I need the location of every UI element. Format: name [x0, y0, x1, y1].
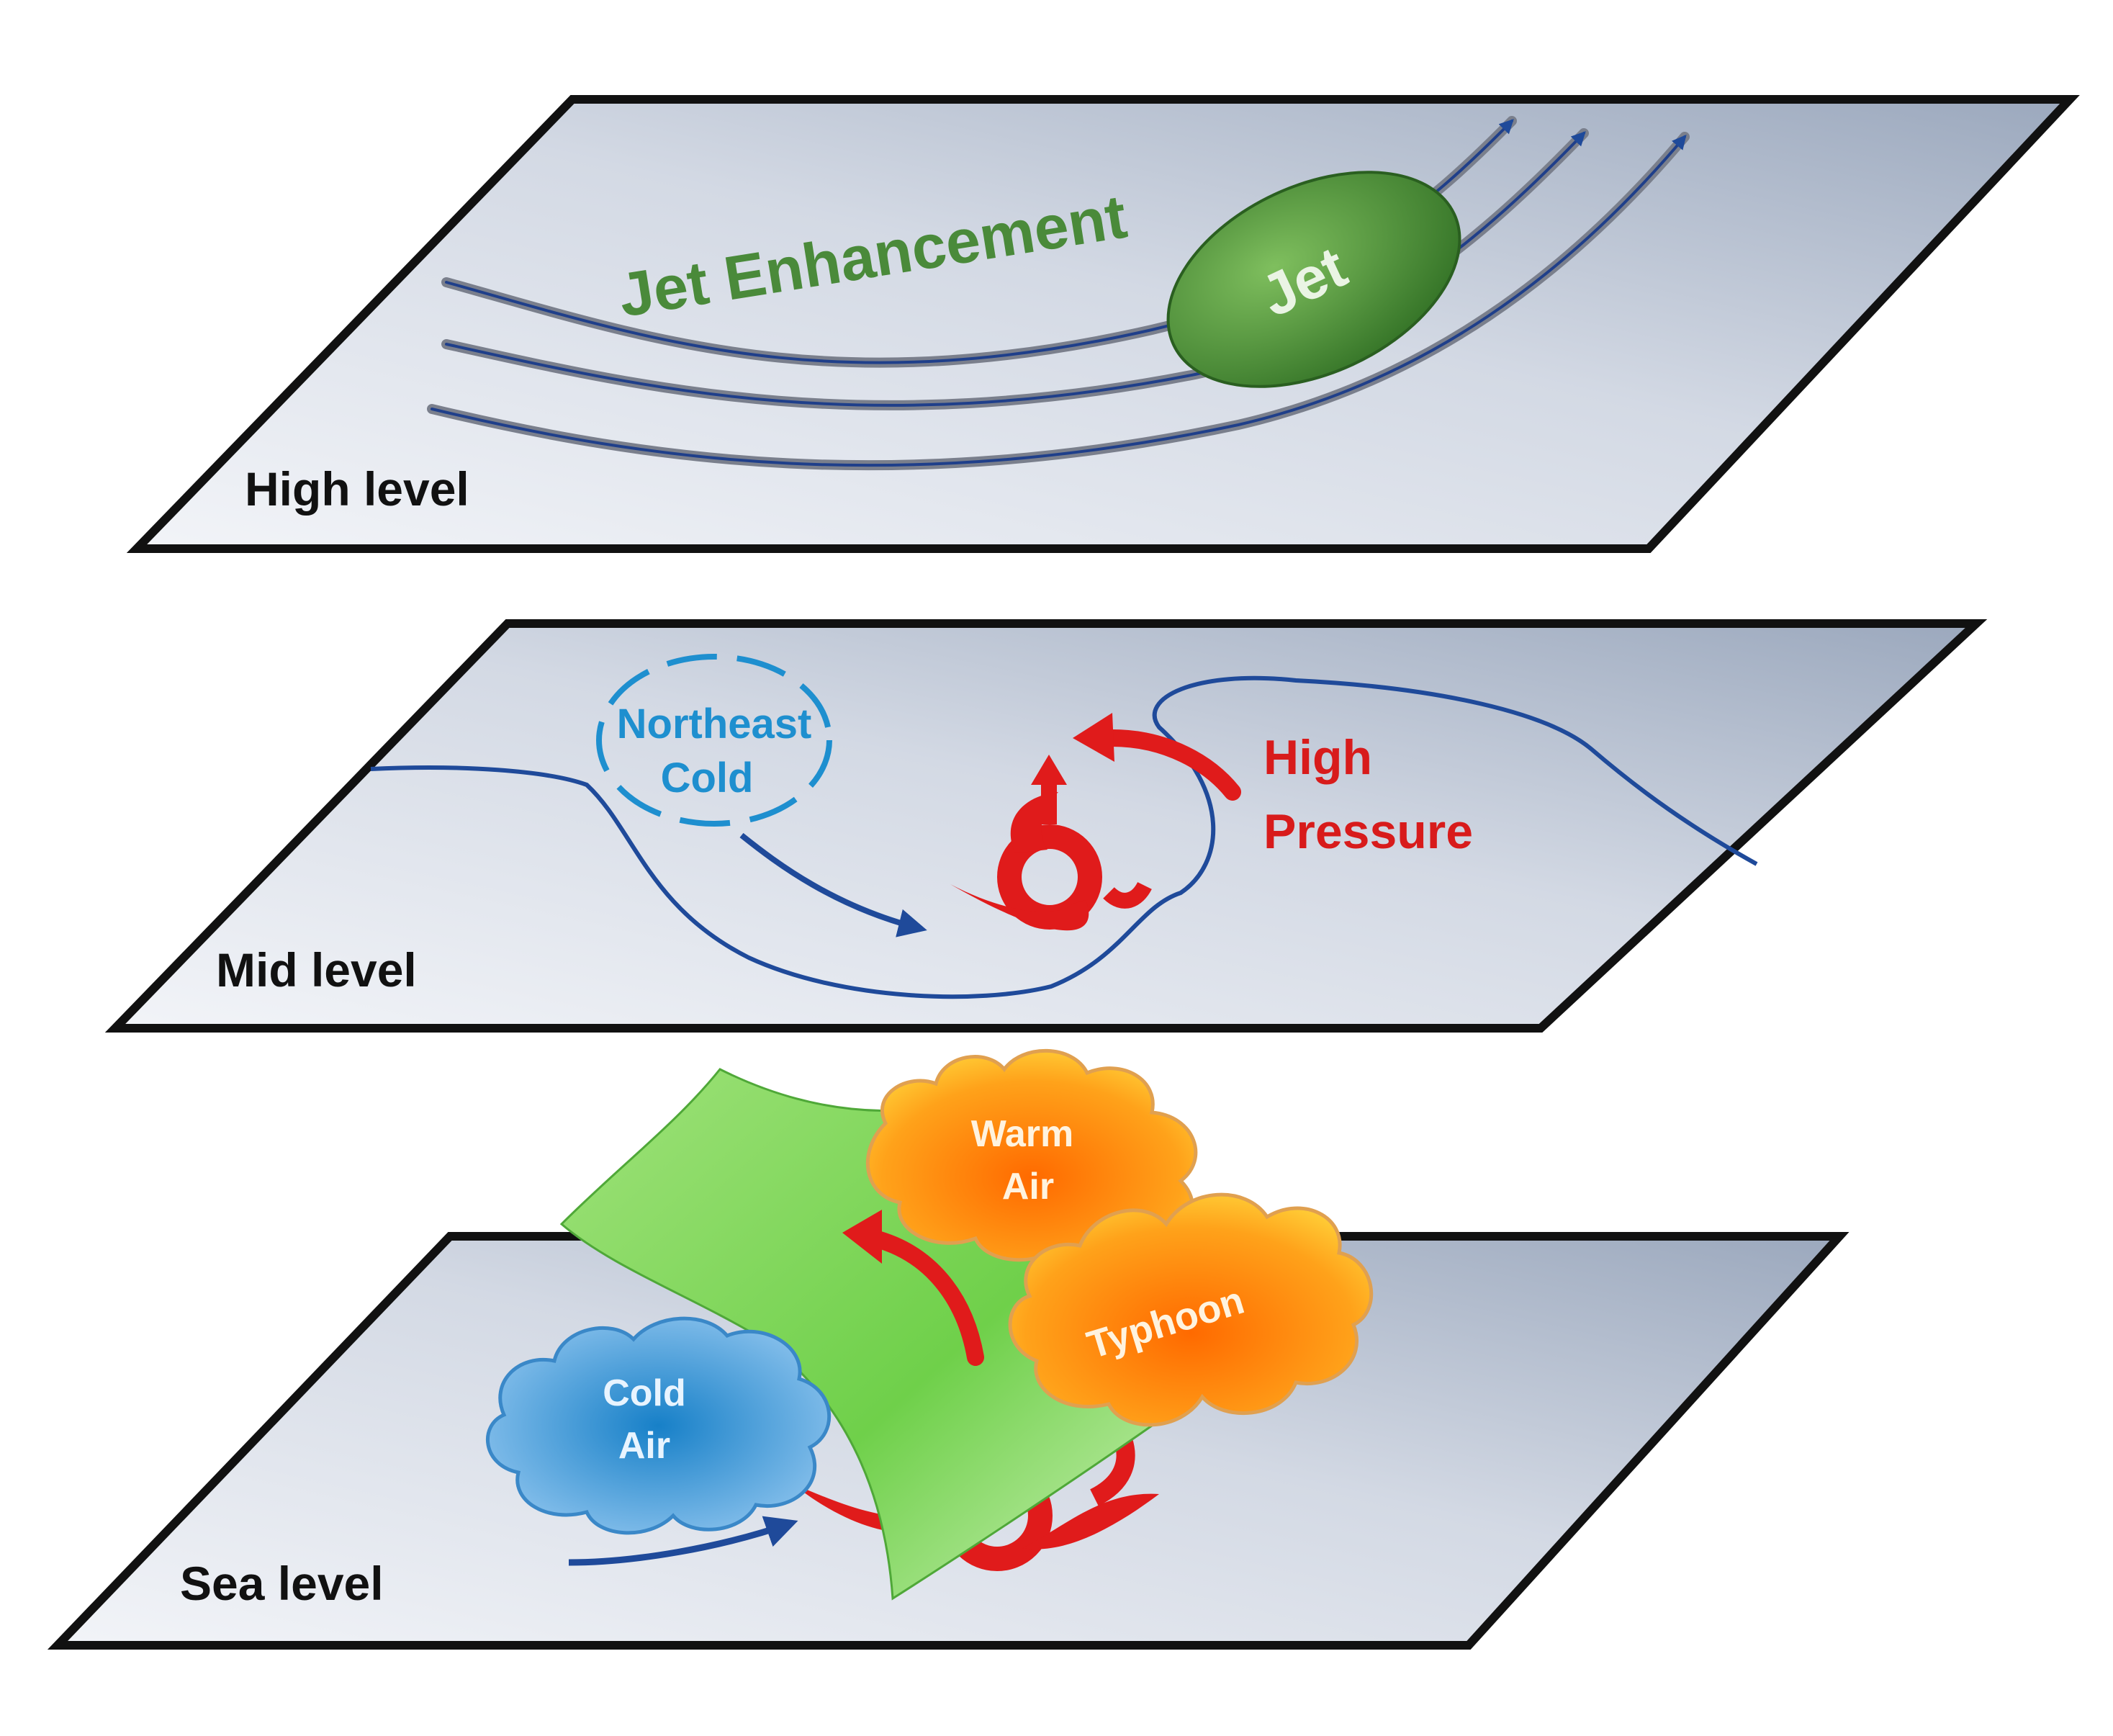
high-level-plane — [126, 95, 2080, 553]
upward-arrow-mid — [1031, 755, 1067, 824]
sea-level-label: Sea level — [180, 1557, 384, 1610]
warm-air-label-line2: Air — [1002, 1166, 1054, 1207]
northeast-cold-label-line1: Northeast — [617, 701, 812, 747]
cold-inflow-arrow — [568, 1516, 798, 1566]
sea-level-plane-group: Warm Air Typhoon Cold Air Sea level — [47, 1048, 1850, 1650]
high-level-label: High level — [245, 462, 469, 516]
typhoon-symbol-mid — [950, 792, 1152, 931]
cold-advection-arrow — [739, 832, 927, 937]
warm-rise-arrow — [842, 1210, 984, 1366]
mid-level-label: Mid level — [216, 943, 417, 997]
jet-ellipse — [1166, 171, 1461, 388]
high-pressure-flow-arrow — [1073, 713, 1241, 801]
typhoon-cloud: Typhoon — [1008, 1192, 1374, 1427]
high-level-plane-group: Jet Jet Enhancement High level — [126, 95, 2080, 553]
cold-air-label-line1: Cold — [603, 1372, 686, 1414]
northeast-cold-label-line2: Cold — [661, 755, 754, 801]
cold-air-cloud: Cold Air — [486, 1316, 832, 1535]
mid-level-plane-group: Northeast Cold High Pressure Mid level — [104, 619, 1988, 1033]
high-pressure-label-line2: Pressure — [1263, 804, 1473, 859]
cold-air-label-line2: Air — [618, 1425, 670, 1467]
warm-air-label-line1: Warm — [971, 1113, 1074, 1155]
mid-level-contour — [370, 675, 1758, 999]
northeast-cold-circle — [596, 654, 832, 827]
warm-air-cloud: Warm Air — [865, 1048, 1198, 1264]
high-pressure-label-line1: High — [1263, 730, 1372, 785]
